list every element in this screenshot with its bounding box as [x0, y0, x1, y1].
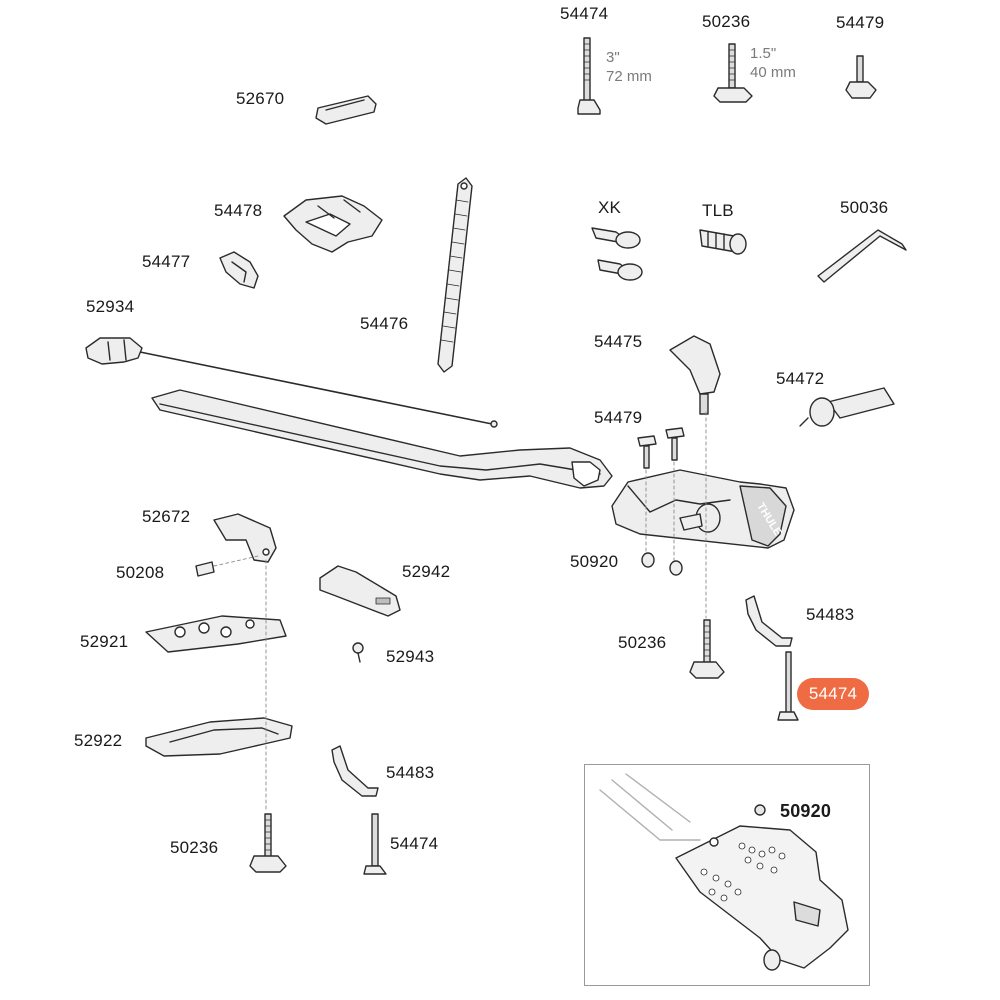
dim-long-in: 3" [606, 49, 620, 66]
label-50236-bottom: 50236 [170, 838, 219, 857]
bolt-50236-mid [689, 619, 725, 679]
label-52670: 52670 [236, 89, 285, 108]
bracket-54483-bottom [331, 745, 379, 797]
lever-54475 [669, 335, 721, 415]
highlight-badge-54474[interactable]: 54474 [797, 678, 869, 710]
label-54474-top: 54474 [560, 4, 609, 23]
bracket-54483-right [745, 595, 793, 647]
label-52934: 52934 [86, 297, 135, 316]
housing [611, 469, 795, 549]
feet-50920 [641, 552, 683, 576]
base-52922 [145, 717, 293, 757]
bolt-54474-right [777, 651, 799, 721]
bolts-54479-mid [637, 427, 685, 469]
cover-52672 [213, 513, 277, 563]
dim-short-in: 1.5" [750, 45, 777, 62]
clamp-54478 [283, 195, 383, 253]
cap-52942 [319, 565, 401, 617]
clip-54477 [219, 251, 259, 289]
dim-short-mm: 40 mm [750, 64, 796, 81]
label-50920: 50920 [570, 552, 619, 571]
bolt-54474-top [577, 37, 601, 115]
label-50208: 50208 [116, 563, 165, 582]
dim-long-mm: 72 mm [606, 68, 652, 85]
label-54474-highlight: 54474 [808, 684, 858, 703]
lock-tlb [699, 229, 747, 255]
label-54475: 54475 [594, 332, 643, 351]
hex-key-50036 [817, 229, 907, 283]
label-tlb: TLB [702, 201, 734, 220]
knob-54472 [799, 387, 895, 427]
detail-inset [584, 764, 870, 986]
label-52921: 52921 [80, 632, 129, 651]
pin-50208 [195, 561, 215, 577]
label-52672: 52672 [142, 507, 191, 526]
plate-52921 [145, 615, 287, 653]
guide-lines [213, 411, 707, 813]
label-50920-inset: 50920 [780, 801, 832, 821]
label-54478: 54478 [214, 201, 263, 220]
label-52943: 52943 [386, 647, 435, 666]
label-54479-top: 54479 [836, 13, 885, 32]
bolt-50236-bottom [249, 813, 287, 873]
keys-xk [591, 227, 643, 281]
label-50036: 50036 [840, 198, 889, 217]
label-52942: 52942 [402, 562, 451, 581]
label-52922: 52922 [74, 731, 123, 750]
label-xk: XK [598, 198, 622, 217]
label-54474-bottom: 54474 [390, 834, 439, 853]
label-50236-top: 50236 [702, 12, 751, 31]
label-54472: 54472 [776, 369, 825, 388]
bolt-54479-top [845, 55, 877, 99]
pad-52670 [315, 95, 377, 125]
label-54483-right: 54483 [806, 605, 855, 624]
label-54476: 54476 [360, 314, 409, 333]
label-50236-mid: 50236 [618, 633, 667, 652]
inset-drawing [599, 773, 849, 971]
label-54477: 54477 [142, 252, 191, 271]
label-54479-mid: 54479 [594, 408, 643, 427]
bolt-54474-bottom [363, 813, 387, 875]
label-54483-bottom: 54483 [386, 763, 435, 782]
bolt-50236-top [713, 43, 753, 103]
strap-54476 [437, 177, 473, 373]
screw-52943 [352, 642, 364, 663]
rail-52934 [151, 389, 613, 489]
cable-52934 [85, 337, 498, 428]
